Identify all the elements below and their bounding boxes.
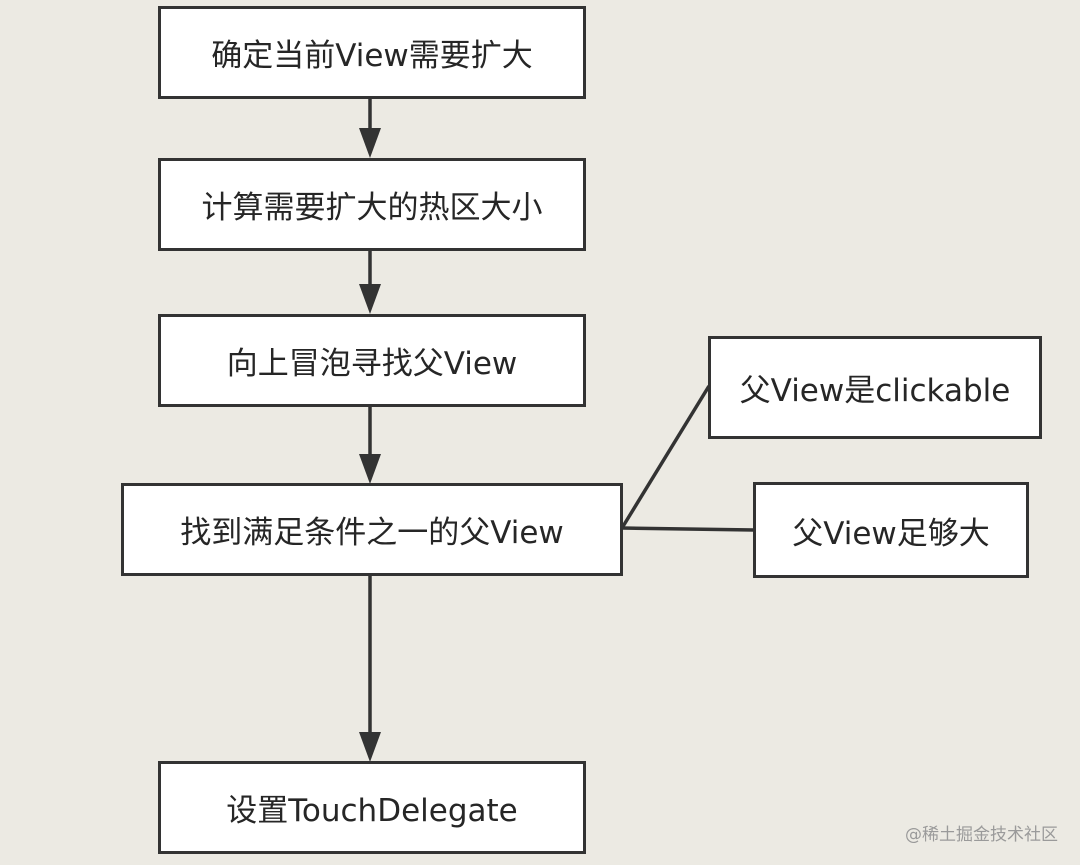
step-calculate-hot-area-size: 计算需要扩大的热区大小 xyxy=(158,158,586,251)
step-2-label: 计算需要扩大的热区大小 xyxy=(201,190,543,226)
connector-to-clickable xyxy=(620,385,711,529)
step-4-label: 找到满足条件之一的父View xyxy=(180,515,564,551)
step-3-label: 向上冒泡寻找父View xyxy=(226,346,518,382)
arrowhead-2 xyxy=(359,284,381,314)
step-set-touch-delegate: 设置TouchDelegate xyxy=(158,761,586,854)
step-1-label: 确定当前View需要扩大 xyxy=(211,38,533,74)
arrowhead-1 xyxy=(359,128,381,158)
arrowhead-4 xyxy=(359,732,381,762)
step-find-qualifying-parent: 找到满足条件之一的父View xyxy=(121,483,623,576)
condition-1-label: 父View是clickable xyxy=(739,373,1011,409)
step-5-label: 设置TouchDelegate xyxy=(226,793,518,829)
step-determine-view-needs-expanding: 确定当前View需要扩大 xyxy=(158,6,586,99)
condition-parent-clickable: 父View是clickable xyxy=(708,336,1042,439)
condition-parent-big-enough: 父View足够大 xyxy=(753,482,1029,578)
step-bubble-up-find-parent: 向上冒泡寻找父View xyxy=(158,314,586,407)
arrowhead-3 xyxy=(359,454,381,484)
condition-2-label: 父View足够大 xyxy=(792,515,990,552)
watermark: @稀土掘金技术社区 xyxy=(905,825,1058,845)
connector-to-big-enough xyxy=(621,526,755,532)
